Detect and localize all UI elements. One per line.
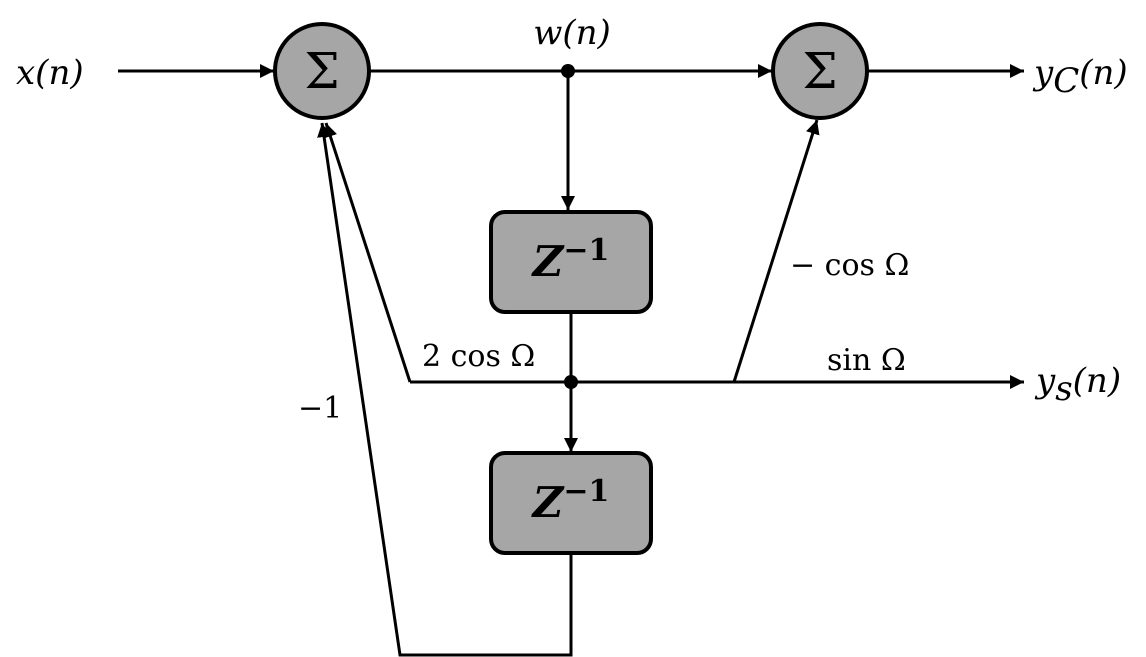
wire-2cos-feedback [323, 122, 412, 383]
left-summer-symbol: Σ [304, 42, 339, 100]
right-summer-node: Σ [771, 22, 869, 120]
upper-delay-base: Z [531, 237, 565, 286]
right-summer-circle [771, 22, 869, 120]
lower-delay-rect [489, 451, 653, 555]
output-sin-argument: (n) [1073, 361, 1121, 401]
output-cos-base: y [1032, 53, 1054, 93]
coef-minus-one-label: −1 [298, 391, 342, 426]
intermediate-signal-label: w(n) [533, 13, 611, 53]
junction-dot-w [561, 64, 575, 78]
upper-delay-exponent: −1 [563, 233, 609, 268]
output-cos-subscript: C [1053, 61, 1079, 101]
coef-sin-label: sin Ω [827, 343, 906, 378]
left-summer-circle [273, 22, 371, 120]
junction-dot-delay [564, 375, 578, 389]
wire-minus-one-feedback [317, 122, 573, 657]
output-sin-subscript: s [1055, 369, 1072, 409]
upper-delay-rect [489, 210, 653, 314]
wire-minus-cos-feedforward [732, 119, 820, 383]
coef-two-cos-label: 2 cos Ω [422, 339, 535, 374]
output-cos-argument: (n) [1079, 53, 1127, 93]
upper-delay-block: Z−1 [489, 210, 653, 314]
output-sin-base: y [1034, 361, 1056, 401]
output-sin-label: ys(n) [1034, 361, 1121, 409]
left-summer-node: Σ [273, 22, 371, 120]
lower-delay-label: Z−1 [531, 474, 610, 527]
coef-minus-cos-label: − cos Ω [790, 248, 909, 283]
right-summer-symbol: Σ [802, 42, 837, 100]
lower-delay-block: Z−1 [489, 451, 653, 555]
lower-delay-base: Z [531, 478, 565, 527]
upper-delay-label: Z−1 [531, 233, 610, 286]
output-cos-label: yC(n) [1032, 53, 1128, 101]
lower-delay-exponent: −1 [563, 474, 609, 509]
input-signal-label: x(n) [16, 53, 84, 93]
